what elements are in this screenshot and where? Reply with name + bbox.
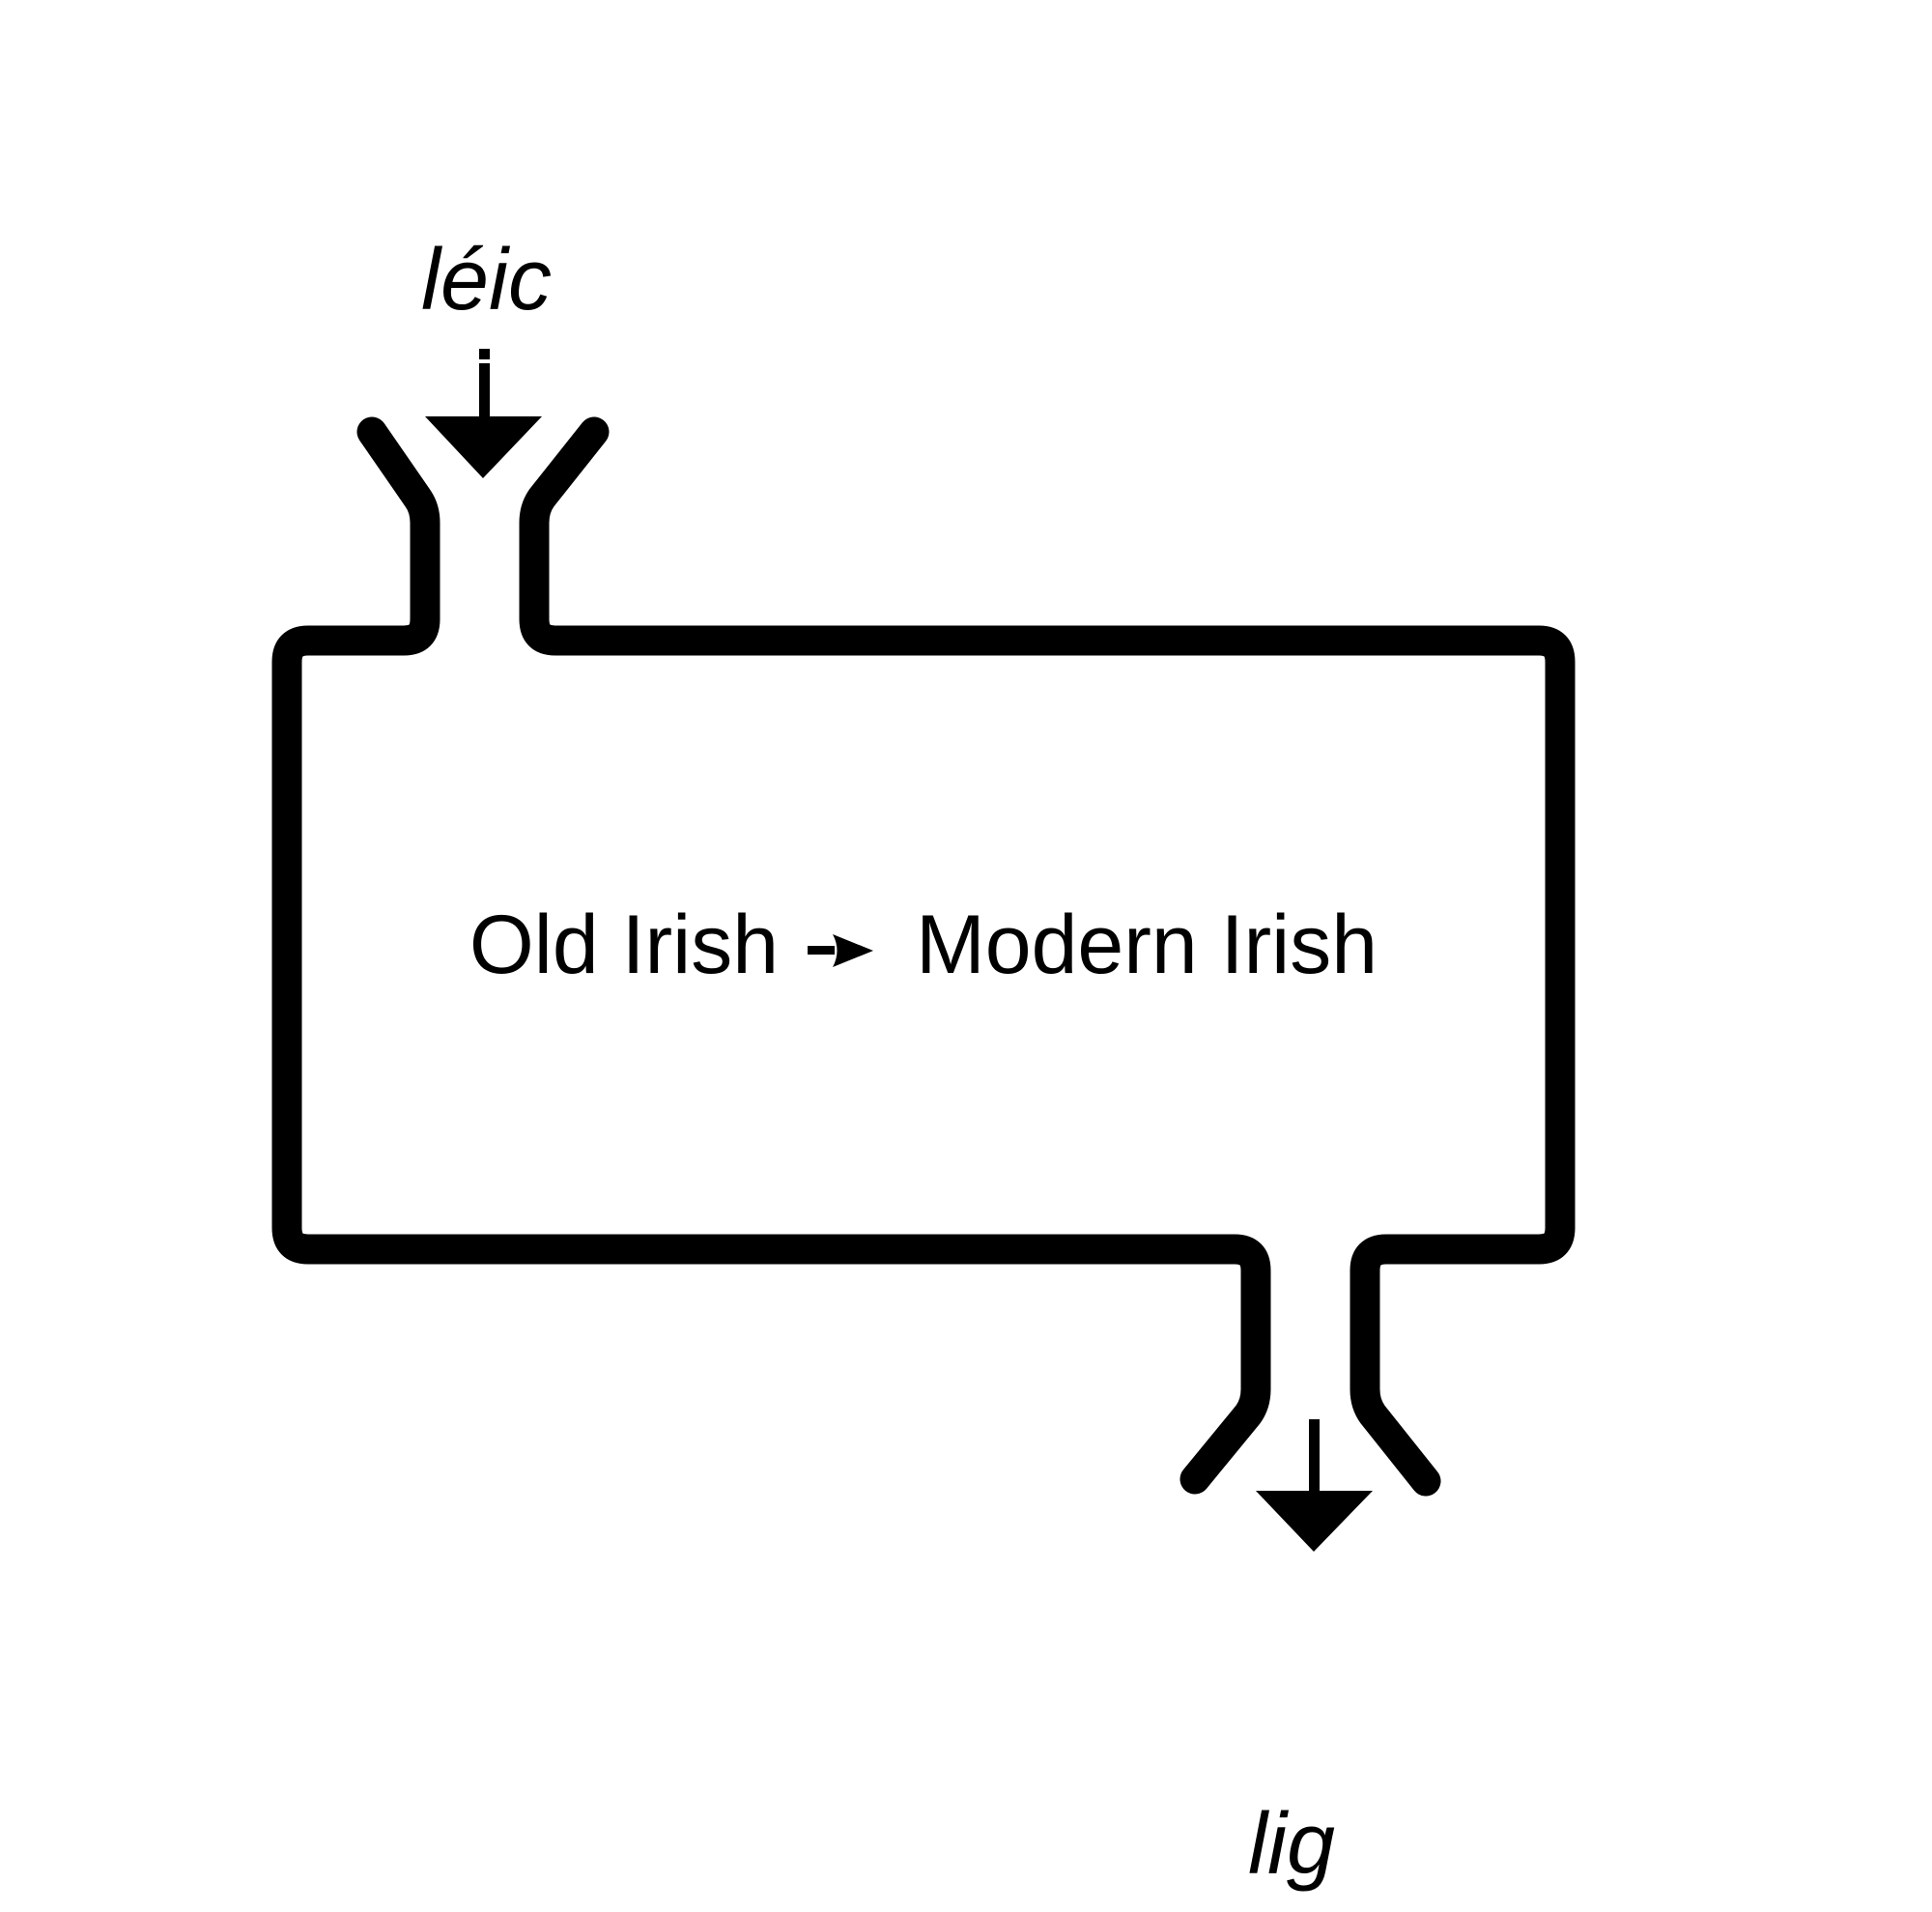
output-word-list: lig teilg [1248,1590,1407,1912]
transform-right-arrow-icon [808,934,874,967]
machine-box-label: Old Irish Modern Irish [301,655,1546,1235]
box-label-right: Modern Irish [916,898,1378,991]
machine-box-outline [271,416,1576,1497]
outline-right-path [519,416,1576,1497]
box-label-left: Old Irish [469,898,780,991]
output-word-label: lig [1248,1795,1336,1893]
output-down-arrow-icon [1256,1419,1373,1552]
input-down-arrow-icon [425,349,542,478]
outline-left-path [271,416,1271,1495]
input-word-label: léic [421,232,553,328]
